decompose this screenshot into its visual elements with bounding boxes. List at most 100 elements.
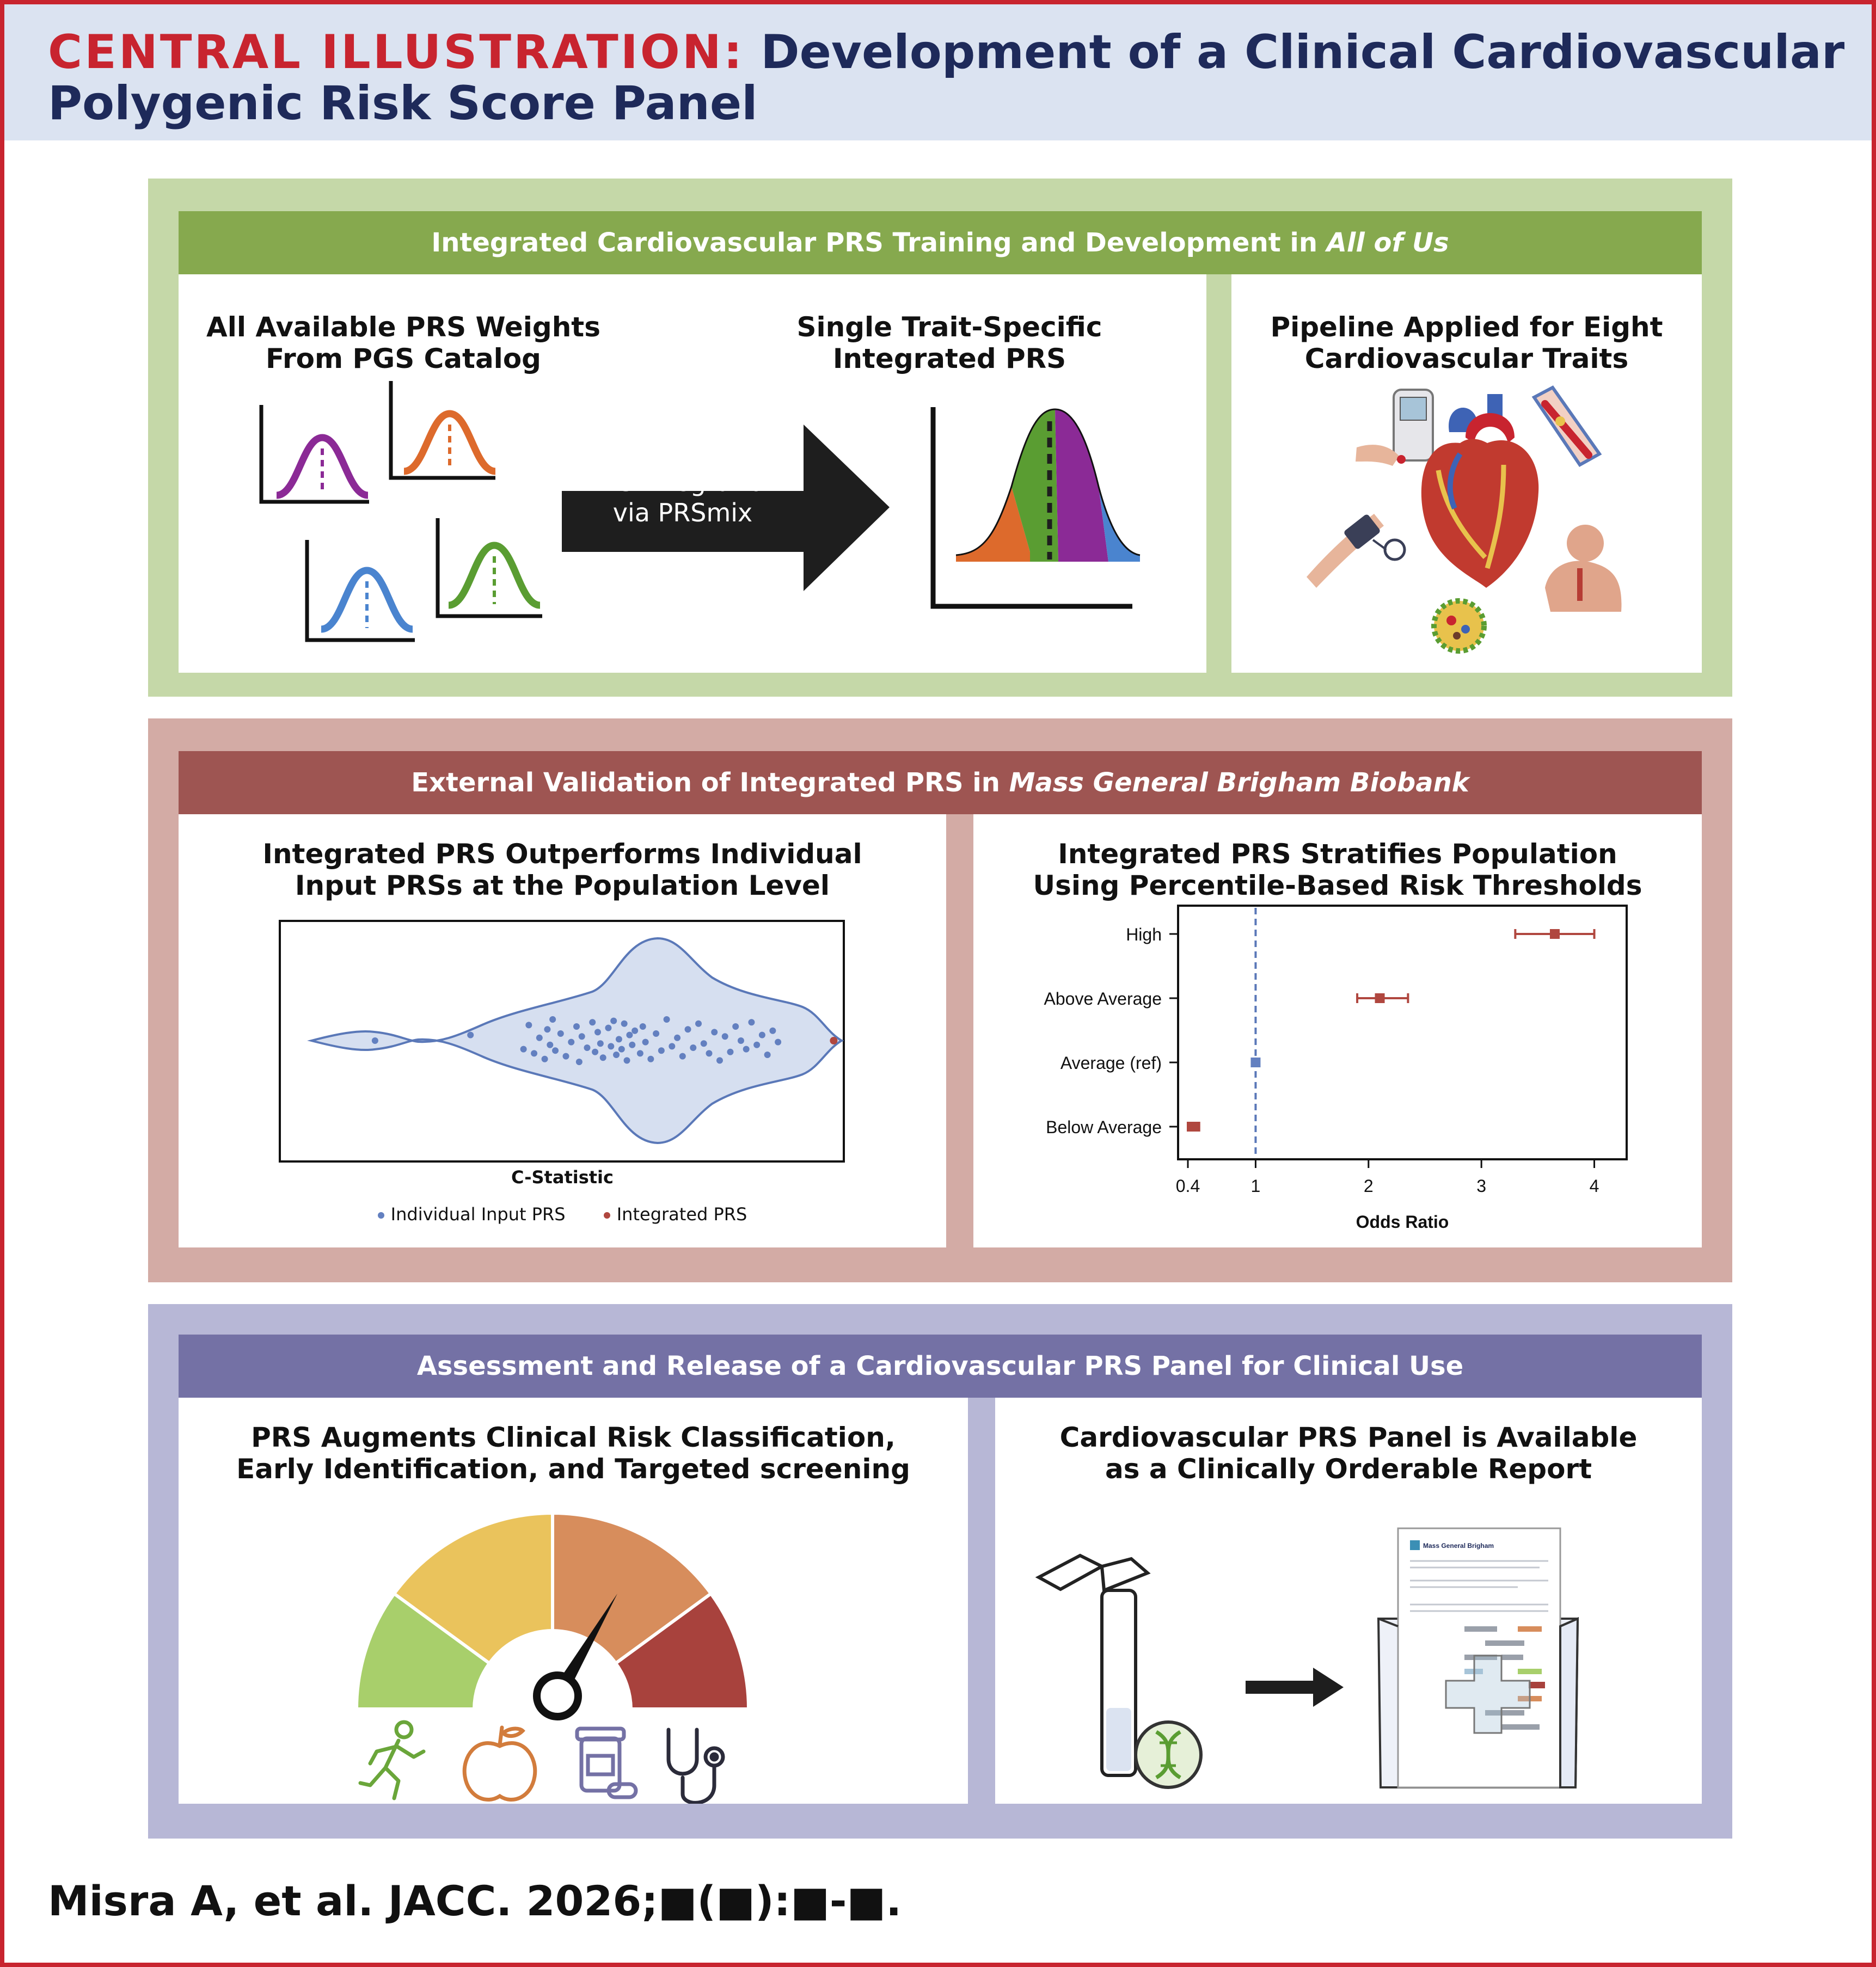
stethoscope-icon — [666, 1728, 725, 1804]
section-validation: External Validation of Integrated PRS in… — [148, 718, 1732, 1282]
violin-point-individual — [758, 1031, 765, 1038]
title-line: Single Trait-Specific — [796, 311, 1102, 343]
violin-point-individual — [578, 1033, 585, 1040]
violin-point-individual — [636, 1050, 643, 1057]
violin-point-individual — [568, 1038, 575, 1046]
title-line: as a Clinically Orderable Report — [1105, 1453, 1592, 1485]
violin-point-individual — [610, 1017, 617, 1024]
violin-legend: Individual Input PRS Integrated PRS — [179, 1204, 946, 1225]
violin-point-individual — [531, 1050, 538, 1057]
title-line: All Available PRS Weights — [206, 311, 600, 343]
violin-point-individual — [642, 1038, 649, 1046]
violin-point-individual — [573, 1023, 580, 1030]
violin-point-individual — [711, 1029, 718, 1036]
violin-point-individual — [536, 1034, 543, 1041]
violin-point-individual — [700, 1040, 707, 1047]
dna-icon — [1134, 1720, 1203, 1789]
integrated-prs-plot — [930, 407, 1141, 609]
risk-gauge — [354, 1511, 751, 1804]
integration-arrow — [562, 425, 890, 591]
y-tick-label: Above Average — [1044, 989, 1162, 1009]
band-text: External Validation of Integrated PRS in — [411, 767, 1009, 798]
panel-title-risk-classification: PRS Augments Clinical Risk Classificatio… — [179, 1422, 968, 1485]
violin-point-individual — [695, 1020, 702, 1027]
forest-xlabel: Odds Ratio — [1356, 1212, 1449, 1232]
arrow-label-line: PRS integration — [585, 468, 780, 497]
violin-point-individual — [592, 1048, 599, 1055]
gauge-needle — [533, 1594, 617, 1720]
odds-ratio-point — [1250, 1058, 1261, 1067]
section-validation-band: External Validation of Integrated PRS in… — [179, 751, 1702, 814]
y-tick-label: Below Average — [1046, 1117, 1162, 1137]
violin-point-individual — [597, 1040, 604, 1047]
violin-point-individual — [743, 1046, 750, 1053]
violin-point-individual — [639, 1023, 646, 1030]
citation: Misra A, et al. JACC. 2026;■(■):■-■. — [48, 1877, 902, 1925]
violin-point-individual — [669, 1043, 676, 1050]
input-prs-plot-blue — [305, 540, 415, 642]
gauge-segment-green — [354, 1591, 492, 1711]
traits-illustration — [1307, 385, 1622, 654]
running-person-icon — [358, 1720, 426, 1800]
lipid-particle-icon — [1431, 598, 1487, 654]
c-statistic-xlabel: C-Statistic — [511, 1167, 614, 1188]
panel-risk-classification: PRS Augments Clinical Risk Classificatio… — [179, 1398, 968, 1804]
violin-point-individual — [557, 1030, 564, 1037]
violin-point-integrated — [830, 1037, 838, 1044]
title-line: Integrated PRS — [832, 343, 1066, 374]
input-prs-plot-green — [436, 518, 542, 618]
x-tick-label: 1 — [1251, 1176, 1261, 1196]
gauge-segment-yellow — [391, 1511, 554, 1666]
violin-point-individual — [547, 1041, 554, 1048]
report-illustration: Mass General Brigham — [1035, 1527, 1579, 1789]
title-line: Early Identification, and Targeted scree… — [236, 1453, 910, 1485]
violin-point-individual — [525, 1022, 532, 1029]
violin-point-individual — [371, 1037, 378, 1044]
title-line: Using Percentile-Based Risk Thresholds — [1033, 870, 1642, 901]
violin-point-individual — [674, 1034, 681, 1041]
title-part1: Development of a Clinical Cardiovascular — [761, 25, 1845, 79]
report-brand: Mass General Brigham — [1423, 1542, 1494, 1550]
saliva-tube-icon — [1035, 1553, 1151, 1777]
violin-point-individual — [769, 1027, 776, 1034]
violin-point-individual — [653, 1030, 660, 1037]
violin-point-individual — [690, 1044, 697, 1051]
title-line: PRS Augments Clinical Risk Classificatio… — [251, 1422, 896, 1453]
section-training-band: Integrated Cardiovascular PRS Training a… — [179, 211, 1702, 274]
gauge-segment-orange — [551, 1511, 714, 1666]
violin-point-individual — [615, 1036, 622, 1043]
odds-ratio-point — [1375, 993, 1385, 1003]
arrow-label-line: via PRSmix — [612, 498, 753, 527]
human-torso-icon — [1545, 525, 1622, 612]
title-line: From PGS Catalog — [266, 343, 541, 374]
title-line: Cardiovascular PRS Panel is Available — [1059, 1422, 1638, 1453]
medication-icon — [575, 1726, 638, 1799]
violin-point-individual — [684, 1026, 691, 1033]
apple-icon — [462, 1725, 537, 1802]
band-italic-text: All of Us — [1326, 228, 1449, 258]
violin-point-individual — [753, 1041, 761, 1048]
report-cross-watermark — [1445, 1655, 1531, 1734]
x-tick-label: 2 — [1364, 1176, 1374, 1196]
report-document-icon: Mass General Brigham — [1377, 1527, 1579, 1788]
legend-individual-input: Individual Input PRS — [390, 1204, 566, 1225]
violin-point-individual — [727, 1048, 734, 1055]
violin-point-individual — [621, 1020, 628, 1027]
violin-point-individual — [716, 1057, 723, 1064]
gauge-segment-red — [613, 1591, 751, 1711]
odds-ratio-point — [1188, 1122, 1199, 1132]
violin-point-individual — [623, 1057, 630, 1064]
violin-point-individual — [748, 1019, 755, 1026]
section-training: Integrated Cardiovascular PRS Training a… — [148, 179, 1732, 697]
violin-point-individual — [552, 1047, 559, 1054]
legend-dot-red — [603, 1212, 610, 1219]
violin-point-individual — [575, 1059, 583, 1065]
x-tick-label: 0.4 — [1176, 1176, 1200, 1196]
